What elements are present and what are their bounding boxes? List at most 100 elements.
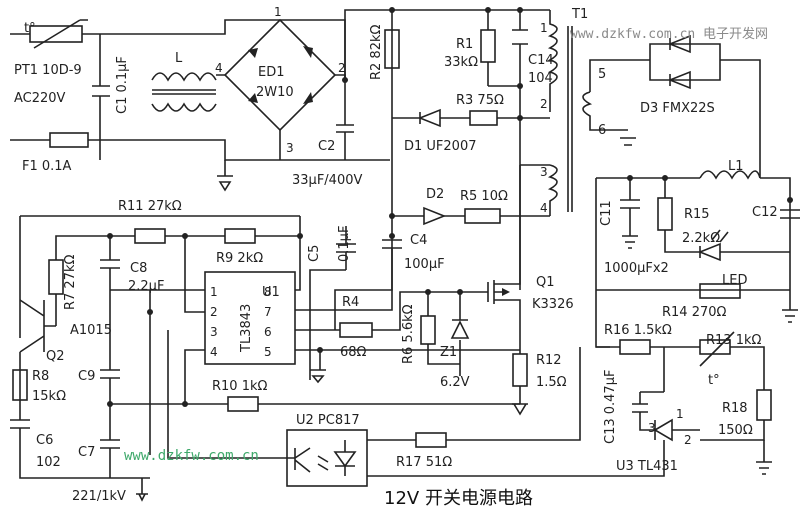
l1-inductor — [699, 170, 761, 180]
r10-label: R10 1kΩ — [212, 379, 268, 394]
c7-label: C7 — [78, 445, 95, 460]
r8-resistor — [12, 369, 28, 401]
node1-label: 1 — [274, 5, 282, 19]
r2-label: R2 82kΩ — [369, 24, 384, 80]
r7-resistor — [48, 259, 64, 295]
r4-resistor — [339, 322, 373, 338]
node3-label: 3 — [286, 141, 294, 155]
node4-label: 4 — [215, 61, 223, 75]
t1-pin4-label: 4 — [540, 201, 548, 215]
r2-resistor — [384, 29, 400, 69]
r18-label: R18 — [722, 401, 748, 416]
l-label: L — [175, 51, 183, 66]
pin1-label: 1 — [210, 285, 218, 299]
input-section: t° PT1 10D-9 AC220V F1 0.1A C1 0.1μF L E… — [10, 5, 390, 192]
u1-label: U1 — [262, 285, 280, 300]
z1-label: Z1 — [440, 345, 457, 360]
c6-rating-label: 221/1kV — [72, 489, 126, 504]
pin6-label: 6 — [264, 325, 272, 339]
r15-resistor — [657, 197, 673, 231]
c5-val-label: 0.1μF — [337, 226, 352, 262]
u1-part-label: TL3843 — [239, 304, 254, 353]
r5-label: R5 10Ω — [460, 189, 508, 204]
r12-val-label: 1.5Ω — [536, 375, 567, 390]
q2-section: R7 27kΩ Q2 A1015 R8 15kΩ C6 102 221/1kV … — [10, 235, 520, 504]
r13-tdeg-label: t° — [708, 373, 720, 388]
c13-label: C13 0.47μF — [603, 370, 618, 444]
r16-label: R16 1.5kΩ — [604, 323, 672, 338]
pin8-label: 8 — [264, 285, 272, 299]
f1-label: F1 0.1A — [22, 159, 72, 174]
watermark-top: www.dzkfw.com.cn 电子开发网 — [570, 26, 768, 42]
t1-secondary-winding — [582, 91, 615, 131]
ground-icon-input — [217, 160, 233, 192]
r11-resistor — [134, 228, 166, 244]
r15-val-label: 2.2kΩ — [682, 231, 720, 246]
q1-part-label: K3326 — [532, 297, 574, 312]
r9-label: R9 2kΩ — [216, 251, 263, 266]
d1-diode — [417, 108, 441, 128]
ed1-part-label: 2W10 — [256, 85, 294, 100]
l-coil-top — [151, 72, 217, 82]
d3-label: D3 FMX22S — [640, 101, 715, 116]
c14-label: C14 — [528, 53, 554, 68]
f1-fuse — [49, 132, 89, 148]
ground-icon-source — [512, 403, 528, 416]
d1-label: D1 UF2007 — [404, 139, 477, 154]
c6-label: C6 — [36, 433, 53, 448]
u2-optocoupler — [286, 429, 368, 487]
t1-pin5-label: 5 — [598, 67, 606, 82]
watermark-bottom: www.dzkfw.com.cn — [124, 448, 259, 464]
u3-pin1-label: 1 — [676, 407, 684, 421]
r18-val-label: 150Ω — [718, 423, 753, 438]
z1-zener — [450, 319, 470, 339]
c11-label: C11 — [599, 200, 614, 226]
pt1-thermistor — [29, 25, 83, 43]
r18-resistor — [756, 389, 772, 421]
u3-pin2-label: 2 — [684, 433, 692, 447]
c8-val-label: 2.2μF — [128, 279, 164, 294]
r17-label: R17 51Ω — [396, 455, 452, 470]
t1-label: T1 — [571, 7, 588, 22]
primary-section: R2 82kΩ R1 33kΩ C14 104 D1 UF2007 R3 75Ω… — [344, 7, 588, 290]
c9-label: C9 — [78, 369, 95, 384]
pin4-label: 4 — [210, 345, 218, 359]
c12-label: C12 — [752, 205, 778, 220]
u3-tl431 — [653, 418, 673, 442]
d3-diode — [667, 34, 691, 90]
c5-label: C5 — [307, 245, 322, 262]
d2-diode — [423, 206, 447, 226]
a1015-label: A1015 — [70, 323, 112, 338]
r16-resistor — [619, 339, 651, 355]
r9-resistor — [224, 228, 256, 244]
pin7-label: 7 — [264, 305, 272, 319]
pin3-label: 3 — [210, 325, 218, 339]
u2-label: U2 PC817 — [296, 413, 360, 428]
r13-thermistor — [699, 339, 731, 355]
q1-mosfet — [470, 260, 521, 350]
c4-label: C4 — [410, 233, 427, 248]
c11-val-label: 1000μFx2 — [604, 261, 669, 276]
l-coil-bottom — [151, 102, 217, 112]
t1-aux-winding — [547, 164, 558, 216]
r14-label: R14 270Ω — [662, 305, 727, 320]
r6-resistor — [420, 315, 436, 345]
c8-label: C8 — [130, 261, 147, 276]
r5-resistor — [464, 208, 501, 224]
u2-led — [333, 440, 357, 476]
r1-label: R1 — [456, 37, 473, 52]
ground-icon-tl431 — [756, 440, 772, 475]
c2-val-label: 33μF/400V — [292, 173, 362, 188]
q1-label: Q1 — [536, 275, 555, 290]
led-label: LED — [722, 273, 747, 288]
r1-resistor — [480, 29, 496, 63]
t1-pin2-label: 2 — [540, 97, 548, 111]
led-diode — [697, 242, 790, 262]
r17-resistor — [415, 432, 447, 448]
r3-label: R3 75Ω — [456, 93, 504, 108]
r1-val-label: 33kΩ — [444, 55, 478, 70]
ac-label: AC220V — [14, 91, 66, 106]
c14-val-label: 104 — [528, 71, 553, 86]
ground-icon-secondary — [615, 129, 636, 146]
